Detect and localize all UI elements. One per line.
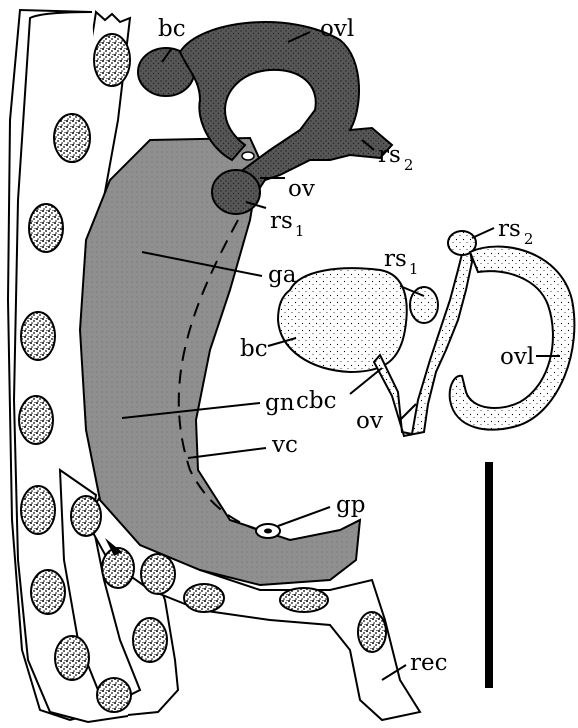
genital-pore: [256, 524, 280, 538]
label-vc: vc: [271, 432, 298, 458]
label-ovl: ovl: [320, 16, 354, 42]
oviduct-opening: [242, 152, 254, 160]
label-inset-cbc: cbc: [296, 388, 337, 414]
label-rec: rec: [410, 650, 448, 676]
scale-bar: [485, 462, 493, 688]
inset-bursa-copulatrix: [278, 268, 407, 372]
label-bc: bc: [158, 16, 186, 42]
label-inset-ov: ov: [356, 408, 383, 434]
label-gp: gp: [336, 492, 365, 518]
receptaculum-1: [212, 170, 260, 214]
label-gn: gn: [265, 390, 295, 416]
label-inset-bc: bc: [240, 336, 268, 362]
label-ov: ov: [288, 176, 315, 202]
label-ga: ga: [268, 262, 297, 288]
label-inset-ovl: ovl: [500, 344, 534, 370]
